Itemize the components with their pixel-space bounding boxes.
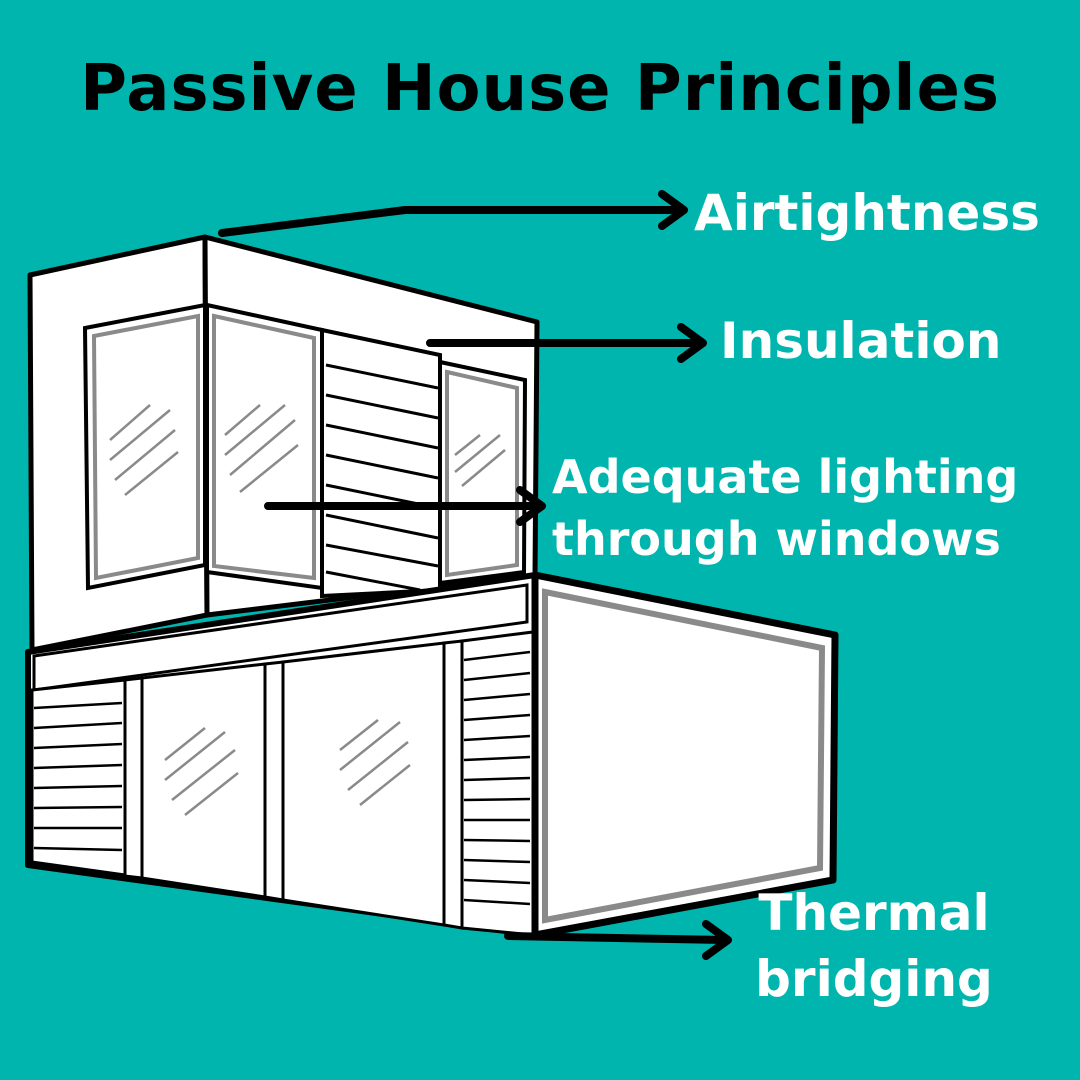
label-thermal-line1: Thermal (758, 884, 990, 942)
airtightness-arrow (218, 190, 688, 237)
label-lighting-line1: Adequate lighting (552, 450, 1019, 504)
side-block-face (531, 571, 839, 939)
label-lighting-line2: through windows (552, 512, 1001, 566)
lighting-arrow (264, 486, 546, 526)
callout-arrows (218, 190, 732, 960)
upper-window-left (82, 302, 207, 591)
label-adequate-lighting: Adequate lighting through windows (552, 446, 1018, 570)
side-block-inner-frame (542, 588, 826, 924)
label-thermal-bridging: Thermal bridging (752, 880, 996, 1012)
lower-fascia (32, 583, 529, 692)
upper-window-right (438, 359, 528, 586)
lower-right-slats (463, 650, 531, 906)
page-title: Passive House Principles (80, 52, 1000, 126)
insulation-arrow (426, 323, 707, 363)
lower-left-cladding (30, 678, 127, 877)
lower-left-slats (33, 701, 123, 852)
label-thermal-line2: bridging (755, 950, 993, 1008)
label-airtightness: Airtightness (694, 184, 1040, 242)
label-insulation: Insulation (720, 312, 1002, 370)
glass-reflections-lower (164, 719, 411, 816)
thermal-arrow (504, 920, 732, 960)
lower-door-left (140, 662, 267, 899)
glass-reflections-upper (109, 404, 506, 496)
lower-door-right (281, 641, 446, 927)
